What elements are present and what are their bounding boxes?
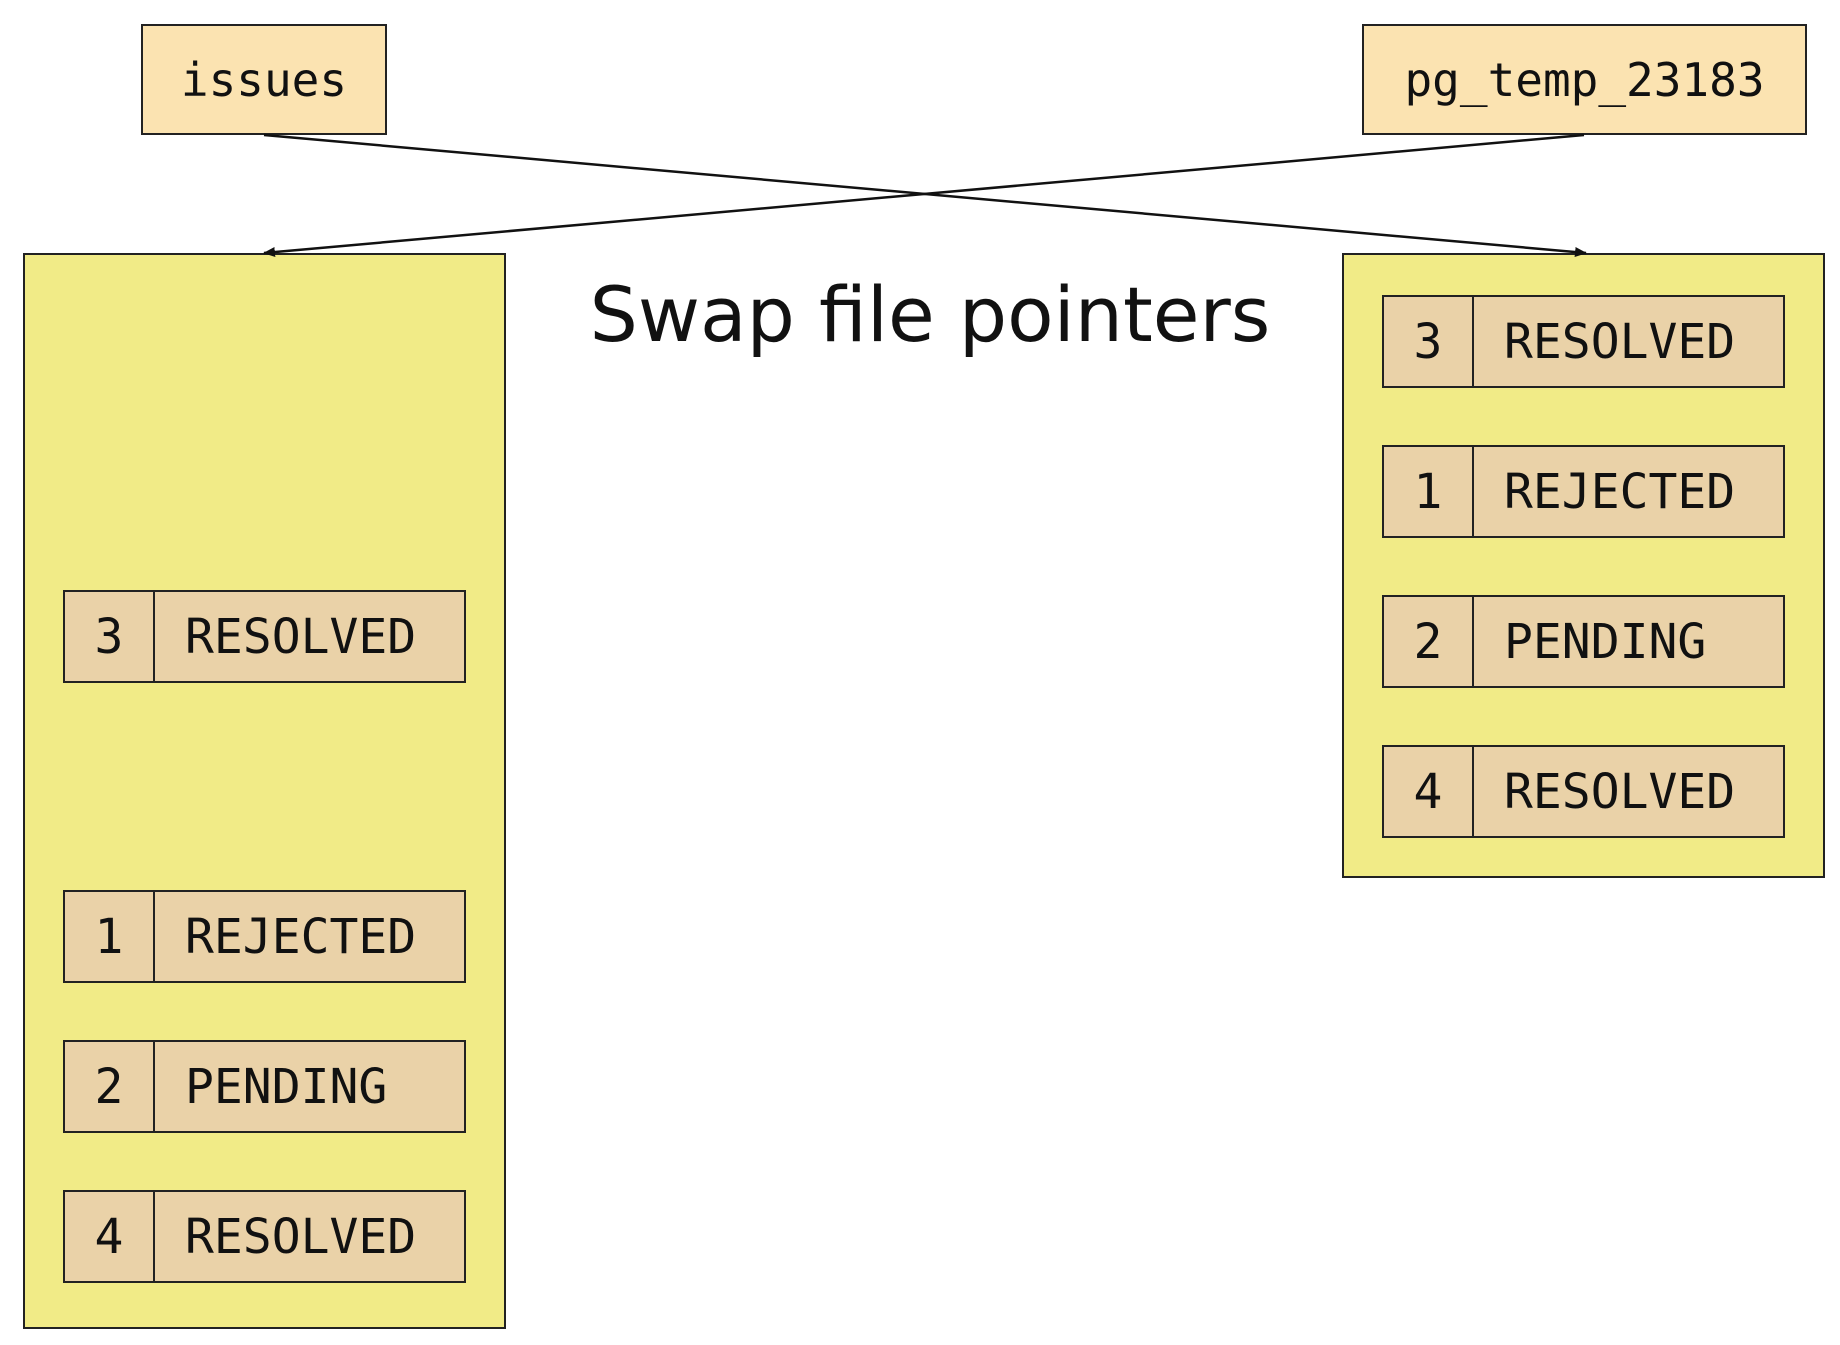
diagram-title: Swap file pointers [589, 270, 1271, 359]
table-name-label: pg_temp_23183 [1404, 52, 1765, 107]
tuple-row: 3 RESOLVED [63, 590, 466, 683]
table-name-temp: pg_temp_23183 [1362, 24, 1807, 135]
tuple-id: 4 [1384, 747, 1474, 836]
tuple-status: RESOLVED [1504, 313, 1736, 370]
tuple-status: RESOLVED [185, 608, 417, 665]
tuple-id: 4 [65, 1192, 155, 1281]
tuple-row: 1 REJECTED [1382, 445, 1785, 538]
pointer-arrow-temp-to-left [263, 133, 1585, 258]
tuple-status: RESOLVED [1504, 763, 1736, 820]
tuple-status: REJECTED [1504, 463, 1736, 520]
tuple-row: 2 PENDING [63, 1040, 466, 1133]
tuple-status: PENDING [185, 1058, 388, 1115]
left-data-file: 3 RESOLVED 1 REJECTED 2 PENDING 4 RESOLV… [23, 253, 506, 1329]
tuple-id: 3 [65, 592, 155, 681]
tuple-status: PENDING [1504, 613, 1707, 670]
tuple-id: 1 [65, 892, 155, 981]
pointer-arrow-issues-to-right [263, 133, 1587, 258]
tuple-id: 3 [1384, 297, 1474, 386]
tuple-id: 1 [1384, 447, 1474, 536]
tuple-row: 3 RESOLVED [1382, 295, 1785, 388]
tuple-row: 4 RESOLVED [1382, 745, 1785, 838]
tuple-row: 1 REJECTED [63, 890, 466, 983]
tuple-row: 2 PENDING [1382, 595, 1785, 688]
table-name-label: issues [180, 52, 348, 107]
tuple-row: 4 RESOLVED [63, 1190, 466, 1283]
table-name-issues: issues [141, 24, 387, 135]
right-data-file: 3 RESOLVED 1 REJECTED 2 PENDING 4 RESOLV… [1342, 253, 1825, 878]
tuple-id: 2 [65, 1042, 155, 1131]
tuple-status: REJECTED [185, 908, 417, 965]
tuple-status: RESOLVED [185, 1208, 417, 1265]
tuple-id: 2 [1384, 597, 1474, 686]
